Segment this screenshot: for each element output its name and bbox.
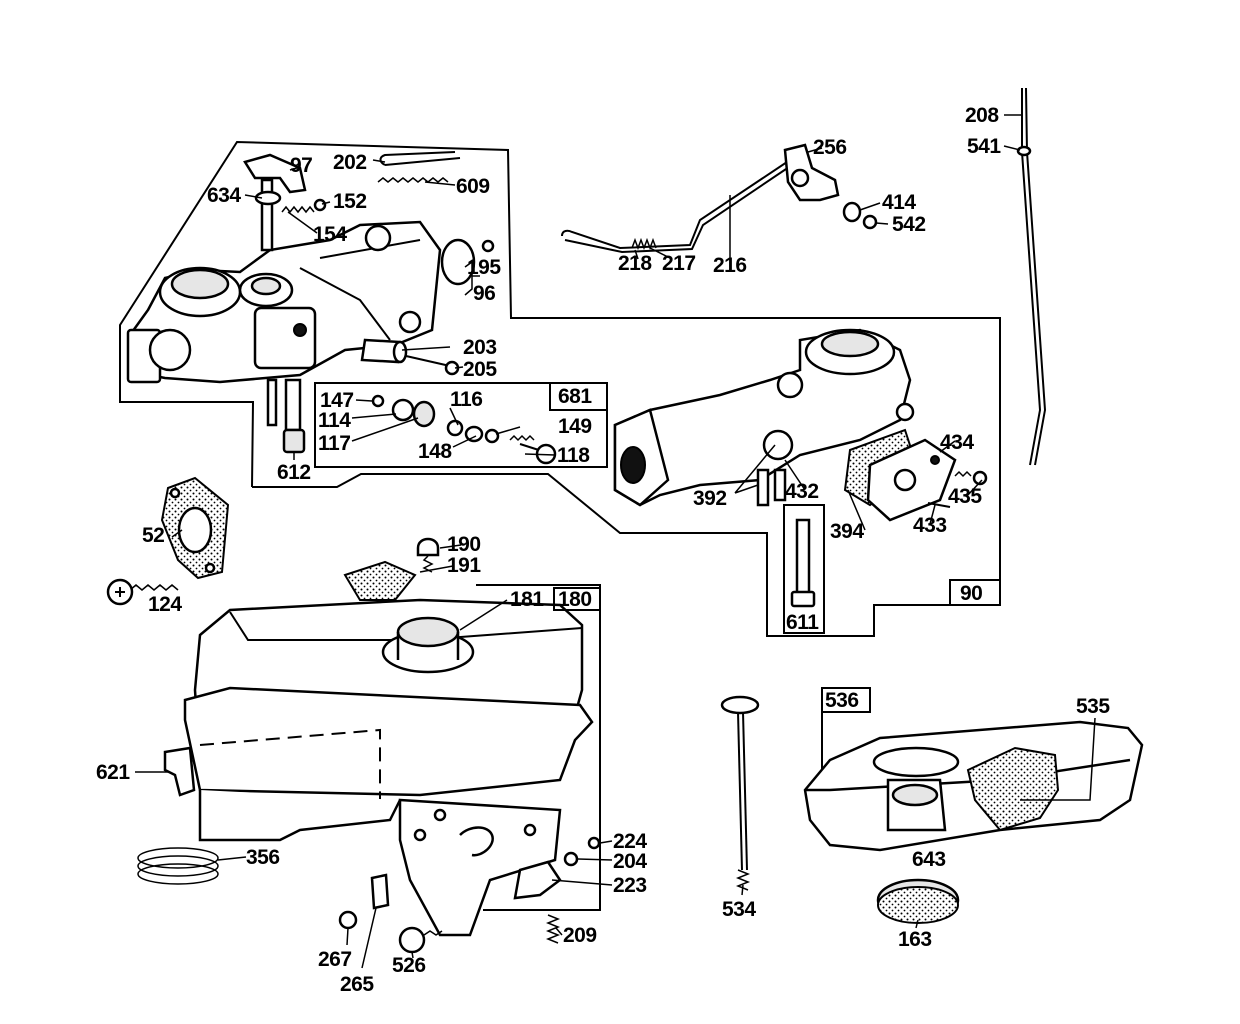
label-181: 181 (510, 588, 544, 611)
label-117: 117 (318, 432, 350, 455)
label-118: 118 (557, 444, 590, 467)
label-148: 148 (418, 440, 452, 463)
intake-gasket (160, 476, 230, 580)
label-535: 535 (1076, 695, 1110, 718)
part-labels: 97 202 609 634 152 154 195 96 203 205 14… (96, 104, 1111, 996)
label-box-90 (949, 579, 1001, 606)
label-542: 542 (892, 213, 926, 236)
label-124: 124 (148, 593, 182, 616)
carburetor-right-view (613, 328, 915, 507)
boxed-labels: 681 90 611 180 536 (558, 385, 983, 712)
dipstick-tube (1016, 87, 1047, 466)
retainer-clip-621 (163, 746, 196, 797)
carburetor-left-view (126, 220, 442, 454)
choke-plate (440, 238, 495, 286)
label-205: 205 (463, 358, 497, 381)
label-216: 216 (713, 254, 747, 277)
label-195: 195 (467, 256, 501, 279)
parts-kit-681-box (314, 382, 608, 468)
label-394: 394 (830, 520, 864, 543)
fuel-tank (183, 560, 594, 842)
label-203: 203 (463, 336, 497, 359)
label-256: 256 (813, 136, 847, 159)
air-cleaner-assembly (803, 687, 1144, 924)
box-label-90: 90 (960, 582, 982, 605)
label-356: 356 (246, 846, 280, 869)
small-hardware-224-204-223 (513, 836, 601, 900)
label-634: 634 (207, 184, 241, 207)
label-204: 204 (613, 850, 647, 873)
parts-kit-681-items (371, 394, 557, 465)
label-435: 435 (948, 485, 982, 508)
label-609: 609 (456, 175, 490, 198)
dipstick-534 (720, 695, 760, 891)
washer-and-nut-414-542 (842, 201, 878, 230)
leader-lines (135, 114, 1096, 969)
spring-209 (545, 914, 561, 944)
choke-shaft-and-screw (360, 338, 460, 376)
screw-267-clip-265-bolt-526 (338, 873, 443, 954)
label-208: 208 (965, 104, 999, 127)
carburetor-group-outline (119, 140, 1001, 637)
box-label-681: 681 (558, 385, 592, 408)
label-434: 434 (940, 431, 974, 454)
label-267: 267 (318, 948, 352, 971)
label-209: 209 (563, 924, 597, 947)
label-202: 202 (333, 151, 367, 174)
throttle-lever (243, 153, 307, 252)
label-526: 526 (392, 954, 426, 977)
label-612: 612 (277, 461, 311, 484)
label-541: 541 (967, 135, 1001, 158)
label-414: 414 (882, 191, 916, 214)
fuel-pump-gasket-and-cover (843, 428, 988, 522)
box-label-180: 180 (558, 588, 592, 611)
label-218: 218 (618, 252, 652, 275)
label-433: 433 (913, 514, 947, 537)
label-265: 265 (340, 973, 374, 996)
label-147: 147 (320, 389, 354, 412)
mounting-screw-124 (106, 578, 179, 606)
label-163: 163 (898, 928, 932, 951)
label-52: 52 (142, 524, 164, 547)
stud-611 (783, 504, 825, 634)
tank-bracket (398, 798, 562, 937)
label-154: 154 (313, 223, 347, 246)
label-191: 191 (447, 554, 481, 577)
label-190: 190 (447, 533, 481, 556)
label-114: 114 (318, 409, 351, 432)
label-621: 621 (96, 761, 130, 784)
label-392: 392 (693, 487, 727, 510)
governor-link-and-spring (377, 151, 461, 183)
label-152: 152 (333, 190, 367, 213)
fuel-line-clamp-356 (137, 847, 219, 885)
box-180-outline (476, 584, 601, 911)
tank-cap-screw-190 (416, 537, 440, 573)
label-116: 116 (450, 388, 482, 411)
label-149: 149 (558, 415, 592, 438)
label-217: 217 (662, 252, 696, 275)
governor-link-assembly (561, 143, 840, 254)
label-96: 96 (473, 282, 495, 305)
idle-screw-spring (281, 198, 327, 214)
label-643: 643 (912, 848, 946, 871)
label-224: 224 (613, 830, 647, 853)
label-223: 223 (613, 874, 647, 897)
label-432: 432 (785, 480, 819, 503)
label-97: 97 (290, 154, 312, 177)
box-label-536: 536 (825, 689, 859, 712)
label-534: 534 (722, 898, 756, 921)
box-label-611: 611 (786, 611, 819, 634)
